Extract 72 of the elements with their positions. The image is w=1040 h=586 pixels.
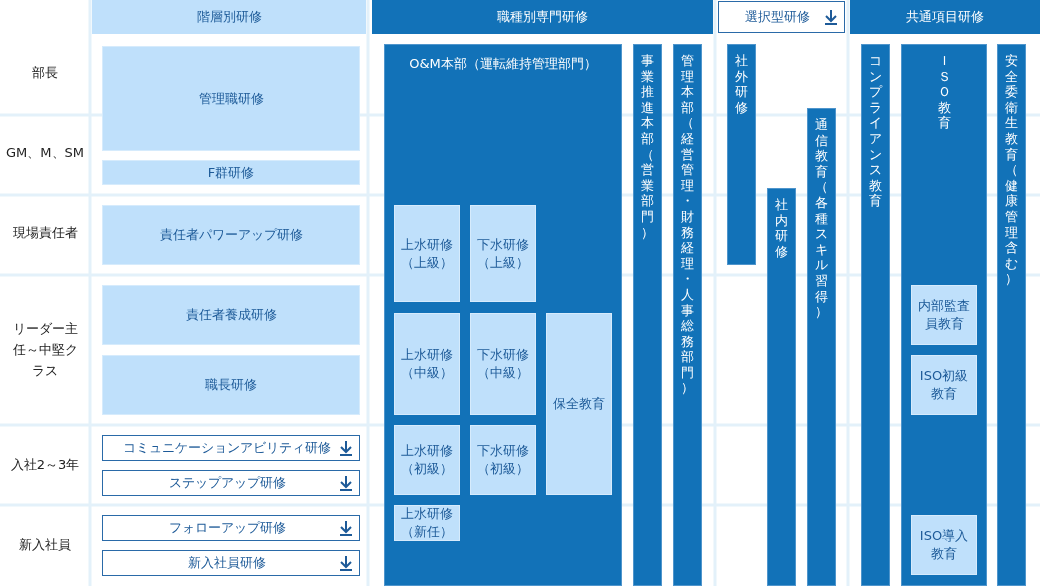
course-label: 下水研修（中級） bbox=[476, 346, 530, 382]
course-box bbox=[102, 205, 360, 265]
row-label: GM、M、SM bbox=[5, 143, 85, 162]
course-label: 内部監査員教育 bbox=[917, 297, 971, 333]
course-box bbox=[470, 313, 536, 415]
course-box bbox=[394, 505, 460, 541]
course-box bbox=[102, 470, 360, 496]
course-box bbox=[102, 285, 360, 345]
course-label: コンプライアンス教育 bbox=[869, 53, 882, 209]
course-label: 選択型研修 bbox=[745, 8, 810, 26]
course-box bbox=[470, 205, 536, 302]
course-label: フォローアップ研修 bbox=[168, 519, 286, 537]
course-label: 職長研修 bbox=[205, 376, 257, 394]
course-box bbox=[394, 313, 460, 415]
header-band bbox=[372, 0, 713, 34]
course-label: ISO初級教育 bbox=[918, 367, 970, 403]
course-bar bbox=[861, 44, 890, 586]
course-bar bbox=[384, 44, 622, 586]
course-label: F群研修 bbox=[207, 163, 255, 182]
course-bar bbox=[767, 188, 796, 586]
course-box bbox=[394, 425, 460, 495]
course-label: 上水研修（新任） bbox=[400, 505, 454, 541]
course-label: 管理職研修 bbox=[198, 89, 264, 108]
course-bar bbox=[807, 108, 836, 586]
course-box bbox=[102, 160, 360, 185]
course-box bbox=[102, 46, 360, 151]
course-box bbox=[394, 205, 460, 302]
course-box bbox=[718, 1, 845, 33]
course-label: 職種別専門研修 bbox=[497, 8, 588, 26]
course-label: 下水研修（初級） bbox=[476, 442, 530, 478]
course-box bbox=[911, 285, 977, 345]
course-label: 責任者パワーアップ研修 bbox=[159, 226, 303, 244]
course-label: 新入社員研修 bbox=[188, 554, 266, 572]
course-box bbox=[102, 550, 360, 576]
course-label: 共通項目研修 bbox=[906, 8, 984, 26]
course-label: ISO導入教育 bbox=[918, 527, 970, 563]
course-label: 上水研修（中級） bbox=[400, 346, 454, 382]
course-label: 階層別研修 bbox=[196, 8, 262, 26]
course-box bbox=[102, 515, 360, 541]
course-bar bbox=[673, 44, 702, 586]
course-label: ステップアップ研修 bbox=[168, 474, 286, 492]
course-box bbox=[546, 313, 612, 495]
course-label: 安全委衛生教育（健康管理含む） bbox=[1005, 53, 1018, 287]
course-label: 責任者養成研修 bbox=[185, 306, 277, 324]
header-band bbox=[850, 0, 1040, 34]
header-band bbox=[92, 0, 366, 34]
course-box bbox=[102, 435, 360, 461]
course-box bbox=[470, 425, 536, 495]
course-box bbox=[911, 355, 977, 415]
row-label: 現場責任者 bbox=[11, 223, 79, 242]
row-label: 入社2～3年 bbox=[9, 455, 81, 474]
course-bar bbox=[633, 44, 662, 586]
course-label: 上水研修（上級） bbox=[400, 235, 454, 272]
course-box bbox=[911, 515, 977, 575]
course-label: 管理本部（経営管理・財務経理・人事総務部門） bbox=[681, 53, 694, 397]
course-label: ＩＳＯ教育 bbox=[937, 53, 951, 131]
course-label: 事業推進本部（営業部門） bbox=[641, 53, 654, 241]
course-label: O&M本部（運転維持管理部門） bbox=[409, 55, 597, 73]
row-label: 部長 bbox=[31, 63, 59, 82]
course-bar bbox=[727, 44, 756, 265]
course-bar bbox=[997, 44, 1026, 586]
course-label: 社内研修 bbox=[775, 197, 788, 260]
course-label: 保全教育 bbox=[553, 395, 605, 413]
course-label: コミュニケーションアビリティ研修 bbox=[123, 439, 331, 457]
course-label: 社外研修 bbox=[735, 53, 748, 116]
course-label: 通信教育（各種スキル習得） bbox=[815, 117, 828, 320]
row-label: リーダー主任～中堅クラス bbox=[11, 319, 79, 380]
row-label: 新入社員 bbox=[18, 535, 72, 554]
course-label: 上水研修（初級） bbox=[400, 442, 454, 478]
course-bar bbox=[901, 44, 987, 586]
course-label: 下水研修（上級） bbox=[476, 235, 530, 272]
course-box bbox=[102, 355, 360, 415]
